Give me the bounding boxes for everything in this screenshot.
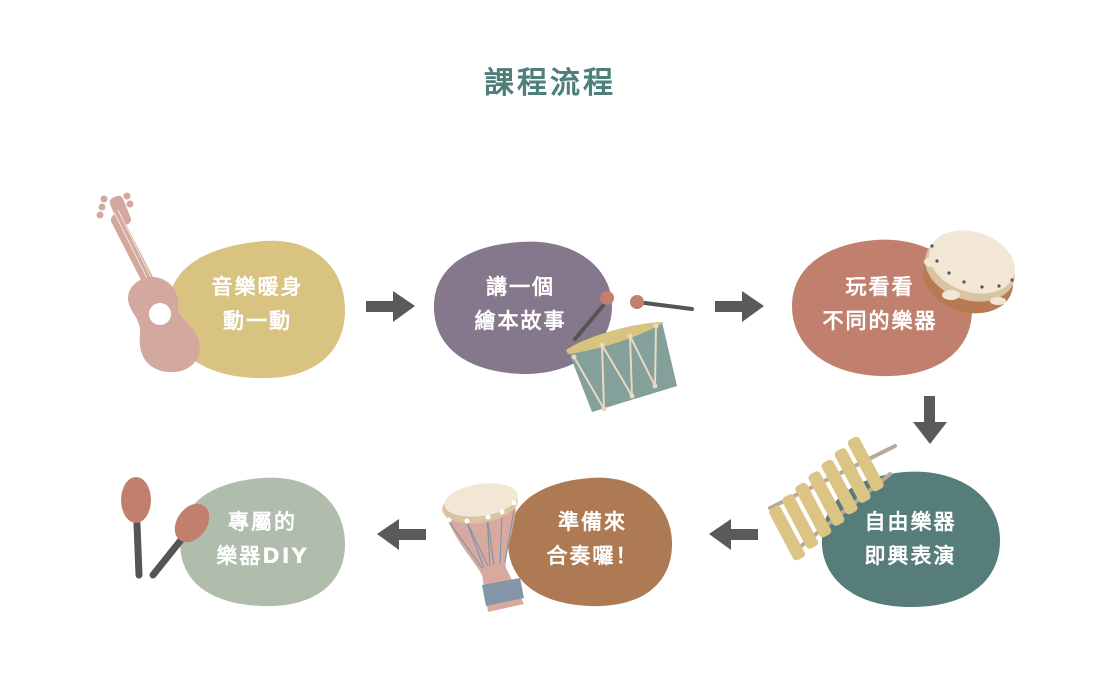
step-3-label: 玩看看 不同的樂器 bbox=[805, 270, 955, 338]
step-1-line2: 動一動 bbox=[223, 309, 292, 333]
step-1-line1: 音樂暖身 bbox=[211, 275, 304, 299]
step-3-line2: 不同的樂器 bbox=[822, 309, 938, 333]
arrow-right-2 bbox=[715, 291, 764, 322]
step-4-line1: 自由樂器 bbox=[864, 510, 957, 534]
arrow-left-2 bbox=[377, 519, 426, 550]
arrow-left-1 bbox=[709, 519, 758, 550]
guitar-icon bbox=[96, 192, 200, 373]
maracas-icon bbox=[121, 477, 210, 579]
step-6-line1: 專屬的 bbox=[228, 510, 297, 534]
xylophone-icon bbox=[768, 436, 897, 561]
arrow-down bbox=[913, 396, 947, 444]
step-5-line2: 合奏囉！ bbox=[546, 544, 639, 568]
step-2-label: 講一個 繪本故事 bbox=[458, 270, 583, 338]
step-3-line1: 玩看看 bbox=[845, 275, 915, 299]
drum-icon bbox=[566, 291, 694, 412]
step-6-line2: 樂器DIY bbox=[216, 544, 309, 568]
page-title: 課程流程 bbox=[484, 66, 616, 101]
step-6-label: 專屬的 樂器DIY bbox=[200, 505, 325, 573]
step-1-blob bbox=[168, 240, 345, 379]
step-1-label: 音樂暖身 動一動 bbox=[195, 270, 320, 338]
arrow-right-1 bbox=[366, 291, 415, 322]
step-4-blob bbox=[821, 471, 1000, 608]
djembe-icon bbox=[442, 483, 524, 612]
step-5-blob bbox=[508, 477, 672, 607]
step-5-line1: 準備來 bbox=[558, 510, 627, 534]
step-4-label: 自由樂器 即興表演 bbox=[848, 505, 973, 573]
step-2-blob bbox=[433, 241, 612, 375]
step-4-line2: 即興表演 bbox=[864, 544, 957, 568]
step-2-line2: 繪本故事 bbox=[474, 309, 567, 333]
tambourine-icon bbox=[923, 230, 1015, 314]
step-5-label: 準備來 合奏囉！ bbox=[530, 505, 655, 573]
step-2-line1: 講一個 bbox=[486, 275, 555, 299]
step-6-blob bbox=[180, 477, 345, 607]
